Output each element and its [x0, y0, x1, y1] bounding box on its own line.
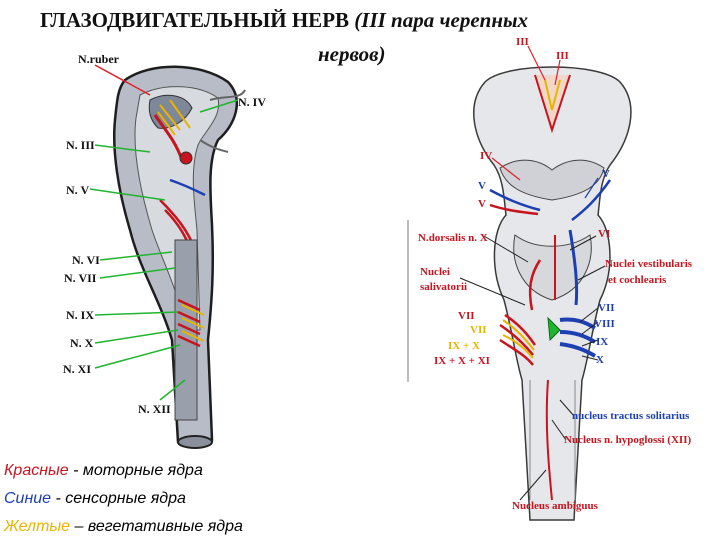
label-iii-side: III: [556, 50, 569, 62]
title-paren: (III пара черепных: [354, 8, 529, 32]
legend-sensory-sep: -: [51, 490, 66, 507]
label-tractus-solitarius: nucleus tractus solitarius: [572, 410, 690, 422]
label-v-blue-right: V: [602, 168, 610, 180]
label-nuclei-salivatorii-2: salivatorii: [420, 281, 468, 293]
label-vii-yellow: VII: [470, 324, 487, 336]
label-v-red-left: V: [478, 198, 486, 210]
legend-sensory-value: сенсорные ядра: [65, 490, 186, 507]
legend-motor-value: моторные ядра: [82, 462, 203, 479]
legend-autonomic-value: вегетативные ядра: [87, 518, 243, 535]
label-iii-top: III: [516, 36, 529, 48]
page-title-line2: нервов): [318, 42, 386, 66]
label-ix-blue: IX: [596, 336, 609, 348]
label-ix-x-xi-red: IX + X + XI: [434, 355, 490, 367]
label-vii-blue: VII: [598, 302, 615, 314]
right-pointer-lines: [459, 45, 606, 501]
label-n-v: N. V: [66, 183, 90, 197]
legend-motor: Красные - моторные ядра: [4, 462, 203, 480]
label-viii-blue: VIII: [594, 318, 615, 330]
label-n-vii: N. VII: [64, 271, 97, 285]
brainstem-sagittal-illustration: [112, 65, 246, 449]
legend-motor-sep: -: [68, 462, 83, 479]
label-ambiguus: Nucleus ambiguus: [512, 500, 598, 512]
label-n-xi: N. XI: [63, 362, 92, 376]
label-hypoglossi: Nucleus n. hypoglossi (XII): [564, 434, 692, 446]
label-n-ruber: N.ruber: [78, 52, 119, 66]
left-pointer-lines: [89, 64, 239, 401]
label-x-blue: X: [596, 354, 604, 366]
legend-motor-key: Красные: [4, 462, 69, 479]
label-iv: IV: [480, 150, 493, 162]
label-nuclei-salivatorii-1: Nuclei: [420, 266, 450, 278]
brainstem-dorsal-illustration: [473, 66, 632, 521]
label-n-vi: N. VI: [72, 253, 100, 267]
label-n-iv: N. IV: [238, 95, 267, 109]
page-title: ГЛАЗОДВИГАТЕЛЬНЫЙ НЕРВ (III пара черепны…: [40, 8, 528, 33]
label-nuclei-vestibularis-2: et cochlearis: [608, 274, 667, 286]
legend-sensory-key: Синие: [4, 490, 52, 507]
label-n-ix: N. IX: [66, 308, 95, 322]
label-v-blue-left: V: [478, 180, 486, 192]
label-vi: VI: [598, 228, 611, 240]
legend-autonomic-key: Желтые: [4, 518, 71, 535]
label-n-xii: N. XII: [138, 402, 171, 416]
legend-sensory: Синие - сенсорные ядра: [4, 490, 186, 508]
label-ix-x-yellow: IX + X: [448, 340, 480, 352]
label-nuclei-vestibularis-1: Nuclei vestibularis: [605, 258, 693, 270]
label-vii-red: VII: [458, 310, 475, 322]
label-n-iii: N. III: [66, 138, 95, 152]
legend-autonomic: Желтые – вегетативные ядра: [4, 518, 243, 536]
label-n-dorsalis: N.dorsalis n. X: [418, 232, 488, 244]
title-main: ГЛАЗОДВИГАТЕЛЬНЫЙ НЕРВ: [40, 8, 350, 32]
legend-autonomic-sep: –: [70, 518, 88, 535]
label-n-x: N. X: [70, 336, 94, 350]
